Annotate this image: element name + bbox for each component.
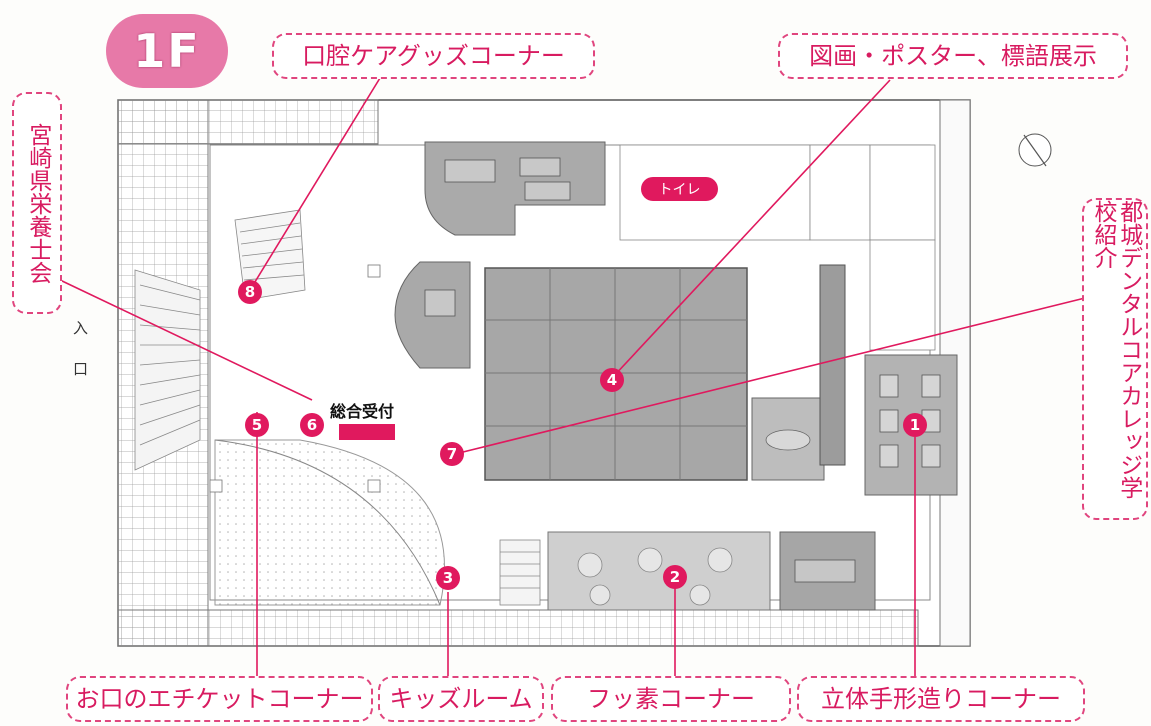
svg-text:4: 4 xyxy=(607,371,617,389)
marker-5: 5 xyxy=(245,413,269,437)
reception-label: 総合受付 xyxy=(330,402,395,421)
label-kids-room: キッズルーム xyxy=(378,676,544,722)
lounge-area xyxy=(214,439,445,606)
marker-7: 7 xyxy=(440,442,464,466)
svg-text:6: 6 xyxy=(307,416,317,434)
marker-3: 3 xyxy=(436,566,460,590)
marker-4: 4 xyxy=(600,368,624,392)
grid-bottom xyxy=(117,609,919,647)
toilet-badge: トイレ xyxy=(641,177,718,201)
label-fluoride: フッ素コーナー xyxy=(551,676,791,722)
label-oral-care-goods: 口腔ケアグッズコーナー xyxy=(272,33,595,79)
label-nutrition: 宮崎県栄養士会 xyxy=(12,92,62,314)
label-hand-model: 立体手形造りコーナー xyxy=(797,676,1085,722)
compass-icon xyxy=(1018,133,1052,167)
leader-lines xyxy=(59,77,1086,676)
floor-badge: 1F xyxy=(106,14,228,88)
hall-column xyxy=(819,264,846,466)
numbered-markers: 1 2 3 4 5 6 7 8 xyxy=(238,280,927,590)
reception-desk xyxy=(339,424,395,440)
floor-label: 1F xyxy=(133,24,201,78)
marker-2: 2 xyxy=(663,565,687,589)
marker-8: 8 xyxy=(238,280,262,304)
entrance-label: 入口 xyxy=(71,320,89,402)
staircase-left xyxy=(134,269,201,471)
label-etiquette: お口のエチケットコーナー xyxy=(66,676,373,722)
svg-text:7: 7 xyxy=(447,445,457,463)
marker-1: 1 xyxy=(903,413,927,437)
label-dental-college: 都城デンタルコアカレッジ学校紹介 xyxy=(1082,198,1148,520)
svg-text:3: 3 xyxy=(443,569,453,587)
label-posters: 図画・ポスター、標語展示 xyxy=(778,33,1128,79)
staircase-lower xyxy=(499,539,541,606)
staircase-upper xyxy=(234,209,306,301)
svg-text:5: 5 xyxy=(252,416,262,434)
svg-text:2: 2 xyxy=(670,568,680,586)
grid-top xyxy=(117,99,379,145)
svg-text:8: 8 xyxy=(245,283,255,301)
svg-text:1: 1 xyxy=(910,416,920,434)
marker-6: 6 xyxy=(300,413,324,437)
